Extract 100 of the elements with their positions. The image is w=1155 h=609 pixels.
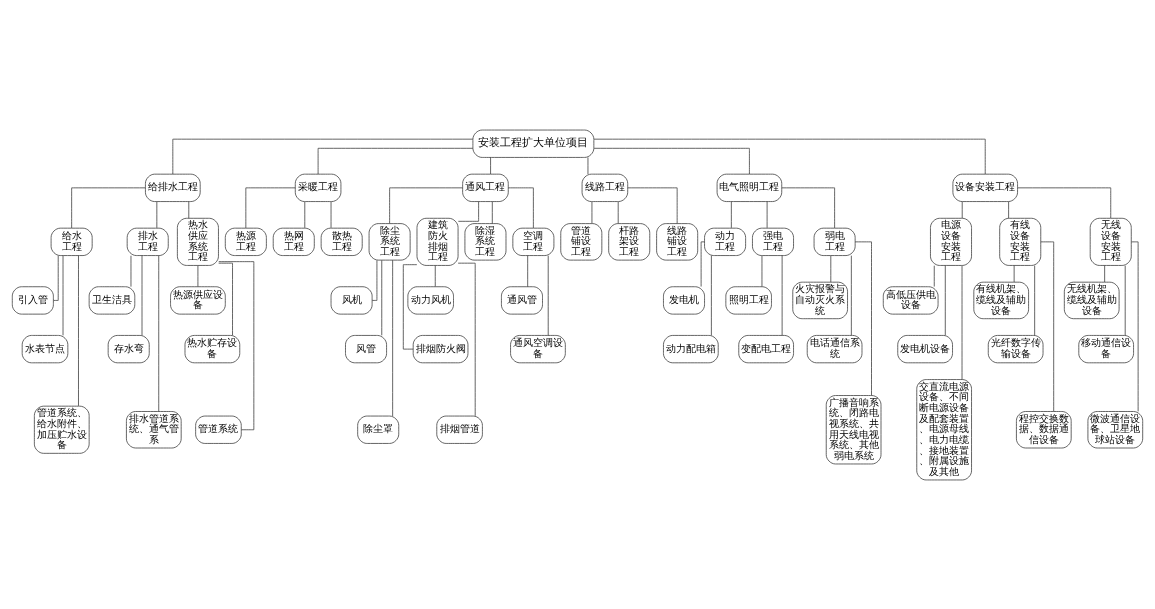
node-box: 引入管 [11, 285, 54, 314]
node-box: 强电工程 [752, 227, 794, 256]
connector [944, 264, 946, 336]
node-box: 空调工程 [512, 227, 555, 256]
node-box: 动力工程 [704, 227, 746, 256]
connector [761, 254, 763, 287]
connector [961, 200, 963, 219]
node-box: 高低压供电设备 [882, 285, 939, 314]
connector [62, 254, 64, 336]
node-box: 动力风机 [407, 285, 454, 314]
node-box: 排水管道系统、通气管系 [126, 410, 182, 448]
node-box: 电话通信系统 [806, 334, 863, 363]
connector [245, 186, 296, 228]
node-box: 通风工程 [462, 173, 509, 202]
connector [591, 200, 593, 224]
node-box: 发电机设备 [897, 334, 953, 363]
connector [130, 254, 132, 287]
connector [457, 200, 479, 222]
node-box: 风管 [345, 334, 387, 363]
connector [71, 186, 146, 228]
node-box: 除湿系统工程 [464, 222, 507, 260]
node-box: 动力配电箱 [663, 334, 719, 363]
node-box: 照明工程 [725, 285, 772, 314]
connector [156, 200, 158, 228]
node-box: 程控交换数据、数据通信设备 [1016, 410, 1072, 448]
connector [961, 264, 963, 380]
node-box: 排烟管道 [436, 415, 483, 444]
connector [330, 200, 332, 228]
node-box: 风机 [330, 285, 373, 314]
node-box: 排水工程 [126, 227, 169, 256]
node-box: 热网工程 [272, 227, 315, 256]
connector [1008, 200, 1009, 219]
node-box: 给水工程 [50, 227, 93, 256]
connector [587, 156, 589, 174]
connector [730, 200, 732, 228]
connector [700, 241, 705, 287]
connector [457, 262, 476, 416]
node-box: 交直流电源设备、不间断电源设备及配套装置、电源母线、电力电缆、接地装置、附属设施及其他 [916, 378, 972, 480]
connector [850, 254, 852, 336]
node-box: 通风管 [501, 285, 543, 314]
node-box: 热源供应设备 [170, 285, 226, 314]
connector [527, 254, 529, 287]
connector [491, 200, 493, 224]
node-box: 无线机架、缆线及辅助设备 [1063, 281, 1120, 319]
node-box: 建筑防火排烟工程 [416, 217, 459, 266]
connector [371, 259, 378, 301]
node-box: 管道系统 [195, 415, 242, 444]
node-box: 线路工程 [581, 173, 629, 202]
node-box: 管道铺设工程 [560, 222, 603, 260]
connector [158, 254, 160, 412]
node-box: 线路铺设工程 [656, 222, 699, 260]
node-box: 有线设备安装工程 [999, 217, 1042, 266]
node-box: 电源设备安装工程 [930, 217, 972, 266]
connector [593, 138, 986, 174]
connector [434, 264, 436, 287]
node-box: 微波通信设备、卫星地球站设备 [1087, 410, 1144, 448]
node-box: 移动通信设备 [1078, 334, 1134, 363]
node-box: 热水供应系统工程 [177, 217, 219, 266]
connector [781, 186, 835, 228]
connector [593, 147, 750, 174]
node-box: 排烟防火阀 [412, 334, 469, 363]
connector [1017, 186, 1112, 218]
node-box: 水表节点 [21, 334, 69, 363]
connector [1104, 264, 1106, 282]
connector [172, 138, 474, 174]
connector [1013, 264, 1015, 282]
node-box: 通风空调设备 [510, 334, 566, 363]
node-box: 变配电工程 [738, 334, 794, 363]
connector [141, 254, 143, 336]
node-box: 卫生洁具 [88, 285, 136, 314]
node-box: 光纤数字传输设备 [987, 334, 1044, 363]
connector [711, 254, 712, 336]
connector [402, 263, 418, 349]
connector [218, 262, 233, 336]
node-box: 弱电工程 [813, 227, 856, 256]
node-box: 除尘系统工程 [368, 222, 411, 260]
connector [830, 254, 832, 282]
node-box: 热水贮存设备 [184, 334, 241, 363]
node-box: 散热工程 [320, 227, 363, 256]
node-box: 无线设备安装工程 [1089, 217, 1132, 266]
connector [1040, 241, 1055, 412]
connector [78, 254, 79, 406]
connector [381, 259, 383, 336]
node-box: 给排水工程 [145, 173, 201, 202]
connector [490, 156, 491, 174]
connector [53, 254, 59, 301]
connector [1034, 264, 1036, 336]
connector [188, 200, 190, 219]
connector [392, 259, 394, 416]
connector [933, 264, 935, 287]
node-box: 火灾报警与自动灭火系统 [792, 281, 848, 319]
connector [627, 186, 678, 224]
node-box: 除尘罩 [357, 415, 400, 444]
node-box: 电气照明工程 [716, 173, 783, 202]
node-box: 存水弯 [107, 334, 150, 363]
connector [854, 241, 872, 396]
connector [304, 200, 306, 228]
node-box: 管道系统、给水附件、加压贮水设备 [34, 405, 90, 454]
node-box: 采暖工程 [294, 173, 342, 202]
node-box: 设备安装工程 [952, 173, 1018, 202]
